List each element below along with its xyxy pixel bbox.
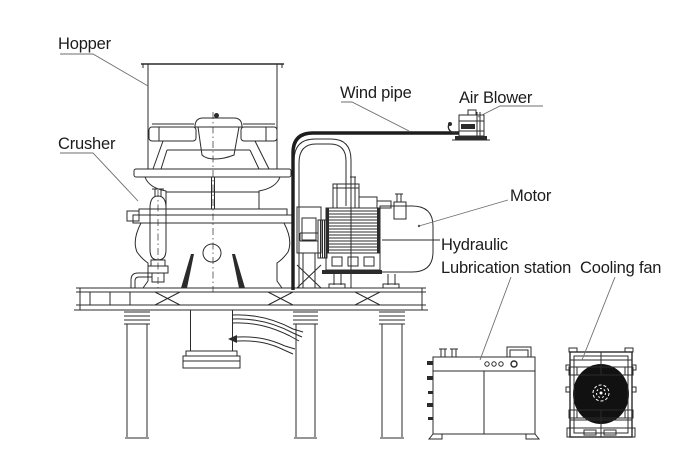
hopper-leader-line [60, 53, 149, 87]
wind-pipe-leader-line [341, 101, 410, 132]
air-blower-drawing [447, 109, 490, 141]
motor-leader-line [418, 199, 509, 227]
cooling-fan-leader-line [581, 276, 616, 361]
wind-pipe-label: Wind pipe [340, 84, 412, 102]
hydraulic-label-line2: Lubrication station [441, 259, 571, 277]
crusher-leader-line [60, 152, 139, 202]
labels: Hopper Crusher Wind pipe Air Blower Moto… [58, 35, 661, 277]
hopper-label: Hopper [58, 35, 112, 53]
motor-leader-dot [417, 224, 421, 228]
support-legs-drawing [124, 311, 405, 439]
wind-pipe-drawing [291, 131, 459, 290]
crusher-label: Crusher [58, 135, 116, 153]
hydraulic-station-drawing [427, 346, 541, 440]
accumulator-drawing [130, 188, 169, 292]
leader-lines [60, 53, 616, 361]
crusher-head-drawing [148, 113, 278, 170]
motor-label: Motor [510, 187, 552, 205]
hopper-drawing [141, 63, 284, 169]
hydraulic-label-line1: Hydraulic [441, 236, 508, 254]
motor-drawing [322, 176, 434, 289]
cooling-fan-label: Cooling fan [580, 259, 661, 277]
lubrication-station-leader-line [479, 276, 512, 361]
air-blower-leader-line [477, 105, 543, 118]
belt-guard-drawing [293, 138, 352, 289]
crusher-body-drawing [126, 112, 293, 292]
air-blower-label: Air Blower [459, 89, 533, 107]
discharge-chute-drawing [182, 310, 241, 369]
platform-drawing [74, 287, 428, 311]
cooling-fan-drawing [565, 347, 637, 438]
hose-bundle-drawing [228, 314, 304, 355]
